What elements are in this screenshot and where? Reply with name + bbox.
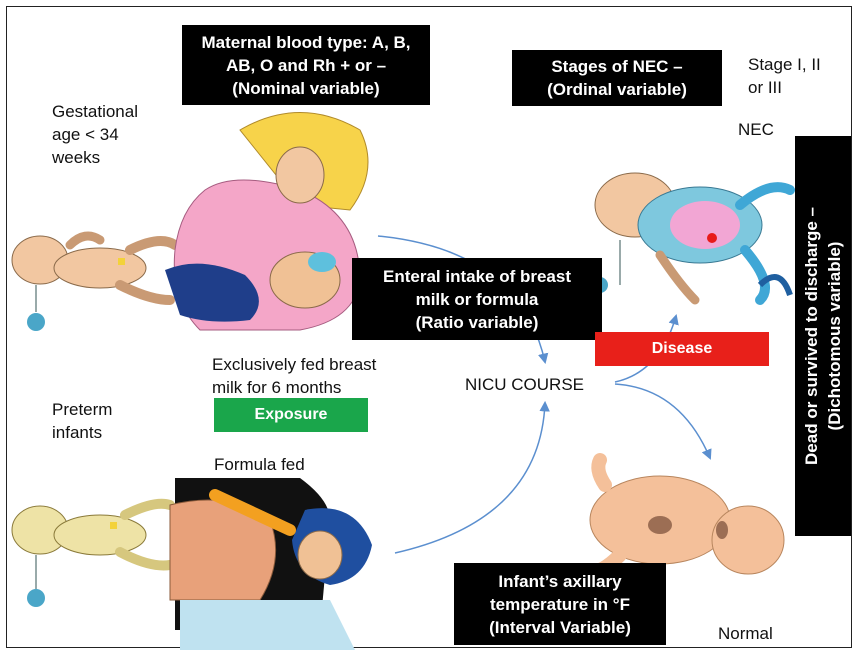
exclusively-fed-text: Exclusively fed breast milk for 6 months [212,353,376,399]
dead-or-survived-label: Dead or survived to discharge – (Dichoto… [795,136,851,536]
nec-text: NEC [738,118,774,141]
axillary-temperature-label: Infant’s axillary temperature in °F (Int… [454,563,666,645]
gestational-age-text: Gestational age < 34 weeks [52,100,138,169]
enteral-intake-label: Enteral intake of breast milk or formula… [352,258,602,340]
arrow-to-nicu-bottom [395,403,545,553]
stages-nec-label: Stages of NEC – (Ordinal variable) [512,50,722,106]
healthy-infant-icon [590,460,784,574]
arrow-to-normal [615,384,710,458]
preterm-infant-bottom-icon [12,504,170,607]
formula-fed-text: Formula fed [214,453,305,476]
preterm-infants-text: Preterm infants [52,398,112,444]
disease-badge: Disease [595,332,769,366]
nicu-course-text: NICU COURSE [465,373,584,396]
breastfeeding-mother-icon [165,113,368,331]
normal-text: Normal [718,622,773,645]
bottle-feeding-icon [170,478,372,650]
stage-values-text: Stage I, II or III [748,53,821,99]
preterm-infant-top-icon [12,236,175,331]
sick-infant-nec-icon [592,173,790,300]
maternal-blood-type-label: Maternal blood type: A, B, AB, O and Rh … [182,25,430,105]
exposure-badge: Exposure [214,398,368,432]
